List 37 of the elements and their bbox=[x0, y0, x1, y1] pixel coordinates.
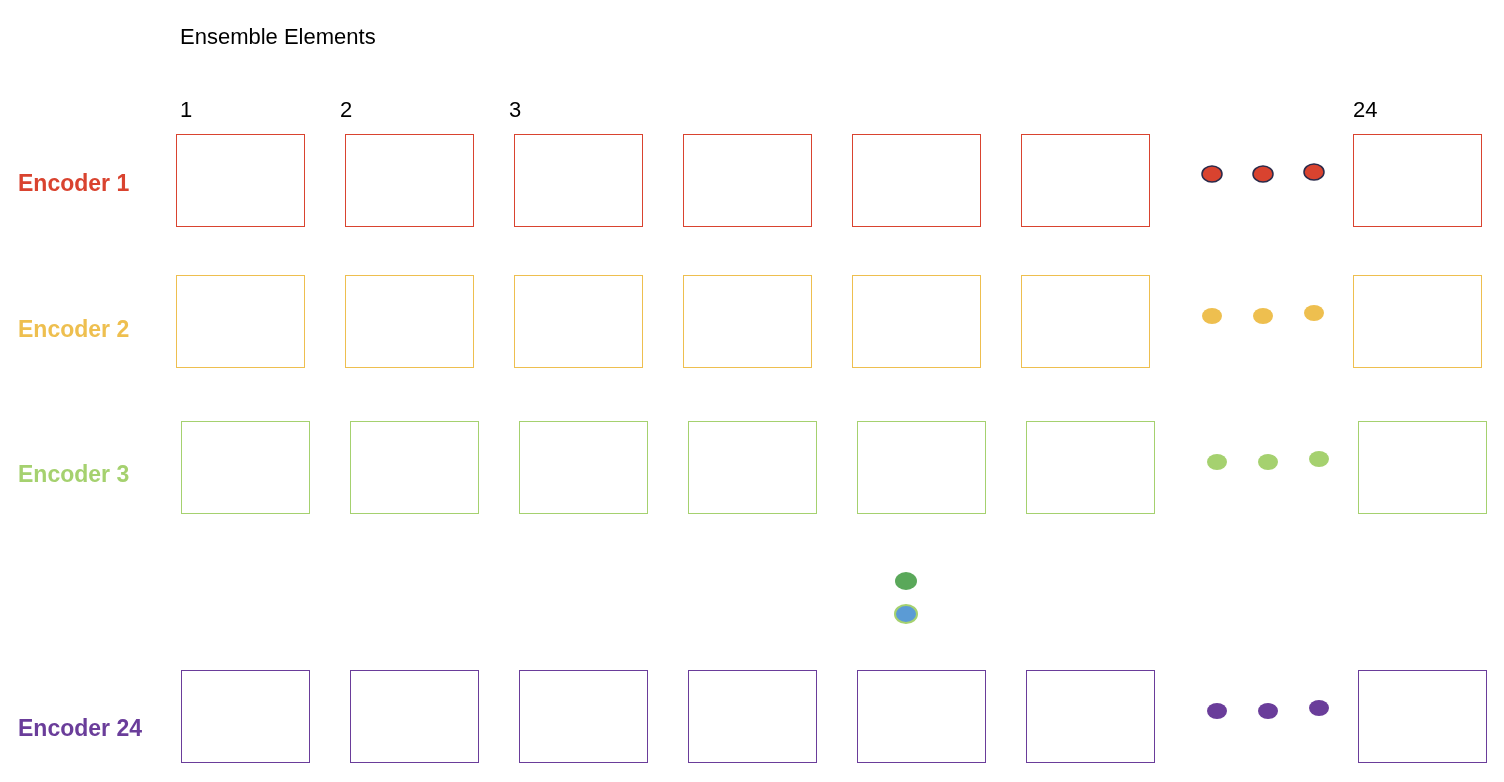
empty-box bbox=[345, 275, 474, 368]
empty-box bbox=[852, 134, 981, 227]
empty-box bbox=[852, 275, 981, 368]
empty-box bbox=[688, 670, 817, 763]
empty-box bbox=[1021, 134, 1150, 227]
empty-box bbox=[176, 275, 305, 368]
empty-box bbox=[181, 421, 310, 514]
row-label: Encoder 3 bbox=[18, 463, 130, 486]
column-number: 2 bbox=[340, 99, 353, 121]
heading: Ensemble Elements bbox=[180, 26, 376, 48]
empty-box bbox=[857, 670, 986, 763]
empty-box bbox=[345, 134, 474, 227]
empty-box bbox=[683, 275, 812, 368]
empty-box bbox=[1026, 670, 1155, 763]
column-number: 24 bbox=[1353, 99, 1378, 121]
empty-box bbox=[1358, 421, 1487, 514]
empty-box bbox=[350, 421, 479, 514]
empty-box bbox=[514, 134, 643, 227]
empty-box bbox=[1026, 421, 1155, 514]
row-label: Encoder 1 bbox=[18, 172, 130, 195]
empty-box bbox=[181, 670, 310, 763]
empty-box bbox=[519, 670, 648, 763]
empty-box bbox=[688, 421, 817, 514]
empty-box bbox=[683, 134, 812, 227]
empty-box bbox=[176, 134, 305, 227]
empty-box bbox=[1353, 275, 1482, 368]
empty-box bbox=[514, 275, 643, 368]
empty-box bbox=[1353, 134, 1482, 227]
row-label: Encoder 24 bbox=[18, 717, 142, 740]
column-number: 1 bbox=[180, 99, 193, 121]
empty-box bbox=[857, 421, 986, 514]
column-number: 3 bbox=[509, 99, 522, 121]
empty-box bbox=[1021, 275, 1150, 368]
empty-box bbox=[1358, 670, 1487, 763]
row-label: Encoder 2 bbox=[18, 318, 130, 341]
empty-box bbox=[519, 421, 648, 514]
empty-box bbox=[350, 670, 479, 763]
